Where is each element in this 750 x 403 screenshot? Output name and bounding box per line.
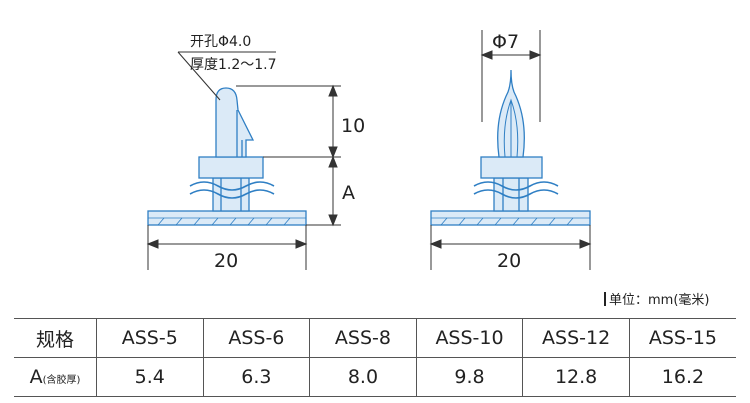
dim-width-left: 20	[214, 250, 238, 272]
stem-right	[493, 177, 529, 212]
a-value-cell: 9.8	[416, 357, 524, 397]
model-cell: ASS-8	[309, 318, 417, 358]
note-hole-size: 开孔Φ4.0	[190, 34, 251, 50]
front-view-part	[430, 69, 591, 226]
table-row-a-values: A(含胶厚) 5.4 6.3 8.0 9.8 12.8 16.2	[14, 357, 736, 397]
model-cell: ASS-10	[416, 318, 524, 358]
a-value-cell: 12.8	[522, 357, 630, 397]
model-cell: ASS-12	[522, 318, 630, 358]
technical-drawing: 开孔Φ4.0 厚度1.2～1.7 10 A 20	[146, 30, 592, 272]
table-row-models: 规格 ASS-5 ASS-6 ASS-8 ASS-10 ASS-12 ASS-1…	[14, 318, 736, 358]
dim-diameter: Φ7	[492, 31, 519, 53]
collar-left	[198, 156, 264, 179]
collar-right	[480, 156, 543, 179]
unit-note-text: 单位：mm(毫米)	[609, 293, 710, 308]
row-header-model: 规格	[14, 318, 97, 358]
spec-table: 规格 ASS-5 ASS-6 ASS-8 ASS-10 ASS-12 ASS-1…	[14, 318, 736, 397]
note-thickness: 厚度1.2～1.7	[190, 57, 277, 73]
a-value-cell: 5.4	[96, 357, 204, 397]
note-leader	[177, 51, 276, 101]
model-cell: ASS-6	[203, 318, 311, 358]
dim-height-a: A	[342, 182, 355, 204]
row-header-a-main: A	[29, 366, 43, 388]
break-wave-left	[189, 181, 275, 191]
row-header-a: A(含胶厚)	[14, 357, 97, 397]
row-header-a-sub: (含胶厚)	[42, 375, 81, 386]
model-cell: ASS-5	[96, 318, 204, 358]
width-dimension-right	[429, 225, 592, 270]
a-value-cell: 16.2	[629, 357, 736, 397]
a-value-cell: 8.0	[309, 357, 417, 397]
diameter-dimension	[480, 30, 542, 122]
dim-height-10: 10	[341, 115, 365, 137]
dim-width-right: 20	[497, 250, 521, 272]
unit-note: 单位：mm(毫米)	[604, 289, 709, 308]
unit-note-marker	[604, 292, 606, 306]
a-value-cell: 6.3	[203, 357, 311, 397]
vertical-dimension-lines	[236, 84, 341, 227]
model-cell: ASS-15	[629, 318, 736, 358]
snap-head-left	[215, 87, 255, 158]
side-view-part	[147, 87, 307, 226]
width-dimension-left	[146, 225, 308, 270]
break-wave-right	[473, 181, 559, 191]
